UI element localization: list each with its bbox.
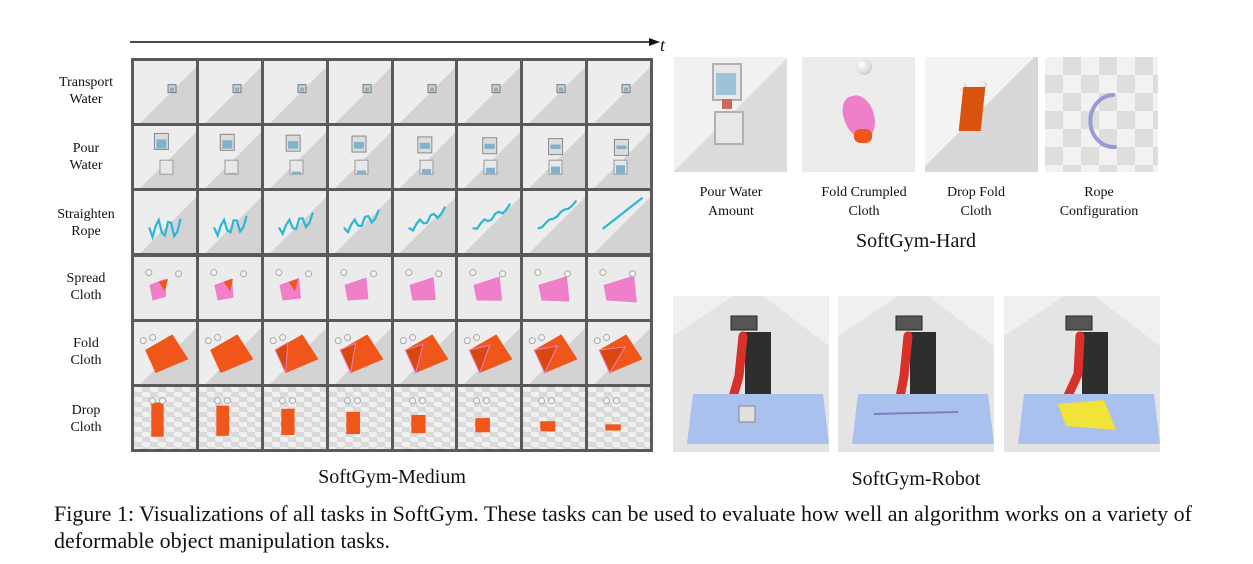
frame-pour-water-t8 <box>588 126 650 189</box>
frame-fold-cloth-t2 <box>198 321 261 384</box>
softgym-hard-title: SoftGym-Hard <box>856 230 976 252</box>
frame-drop-cloth-t8 <box>588 386 650 449</box>
frame-pour-water-t7 <box>523 126 586 189</box>
frame-transport-water-t6 <box>458 61 521 124</box>
frame-drop-cloth-t2 <box>198 386 261 449</box>
hard-image-drop-fold-cloth <box>925 57 1038 172</box>
frame-fold-cloth-t7 <box>523 321 586 384</box>
frame-transport-water-t2 <box>198 61 261 124</box>
frame-pour-water-t6 <box>458 126 521 189</box>
frame-spread-cloth-t3 <box>263 256 326 319</box>
frame-spread-cloth-t2 <box>198 256 261 319</box>
frame-pour-water-t4 <box>328 126 391 189</box>
frame-drop-cloth-t6 <box>458 386 521 449</box>
frame-pour-water-t1 <box>134 126 196 189</box>
frame-fold-cloth-t1 <box>134 321 196 384</box>
frame-pour-water-t3 <box>263 126 326 189</box>
frame-spread-cloth-t4 <box>328 256 391 319</box>
frame-fold-cloth-t6 <box>458 321 521 384</box>
figure-caption: Figure 1: Visualizations of all tasks in… <box>54 501 1192 553</box>
frame-drop-cloth-t5 <box>393 386 456 449</box>
frame-transport-water-t4 <box>328 61 391 124</box>
softgym-robot-title: SoftGym-Robot <box>851 468 981 490</box>
robot-image-1 <box>673 296 829 452</box>
softgym-medium-grid <box>131 58 653 452</box>
frame-straighten-rope-t5 <box>393 191 456 254</box>
frame-straighten-rope-t2 <box>198 191 261 254</box>
frame-straighten-rope-t8 <box>588 191 650 254</box>
frame-spread-cloth-t5 <box>393 256 456 319</box>
frame-straighten-rope-t1 <box>134 191 196 254</box>
robot-image-3 <box>1004 296 1160 452</box>
frame-transport-water-t8 <box>588 61 650 124</box>
time-axis-label: t <box>660 35 666 55</box>
frame-fold-cloth-t4 <box>328 321 391 384</box>
softgym-medium-title: SoftGym-Medium <box>318 466 466 488</box>
frame-pour-water-t2 <box>198 126 261 189</box>
frame-spread-cloth-t8 <box>588 256 650 319</box>
frame-fold-cloth-t8 <box>588 321 650 384</box>
frame-drop-cloth-t4 <box>328 386 391 449</box>
time-arrow <box>130 38 660 46</box>
frame-spread-cloth-t7 <box>523 256 586 319</box>
frame-straighten-rope-t3 <box>263 191 326 254</box>
frame-transport-water-t1 <box>134 61 196 124</box>
frame-drop-cloth-t1 <box>134 386 196 449</box>
frame-pour-water-t5 <box>393 126 456 189</box>
hard-image-rope-configuration <box>1045 57 1158 172</box>
frame-straighten-rope-t6 <box>458 191 521 254</box>
frame-fold-cloth-t5 <box>393 321 456 384</box>
frame-drop-cloth-t7 <box>523 386 586 449</box>
frame-spread-cloth-t1 <box>134 256 196 319</box>
frame-fold-cloth-t3 <box>263 321 326 384</box>
hard-image-fold-crumpled-cloth <box>802 57 915 172</box>
frame-straighten-rope-t4 <box>328 191 391 254</box>
frame-transport-water-t5 <box>393 61 456 124</box>
frame-transport-water-t3 <box>263 61 326 124</box>
frame-transport-water-t7 <box>523 61 586 124</box>
robot-image-2 <box>838 296 994 452</box>
hard-image-pour-water-amount <box>674 57 787 172</box>
frame-spread-cloth-t6 <box>458 256 521 319</box>
frame-straighten-rope-t7 <box>523 191 586 254</box>
frame-drop-cloth-t3 <box>263 386 326 449</box>
